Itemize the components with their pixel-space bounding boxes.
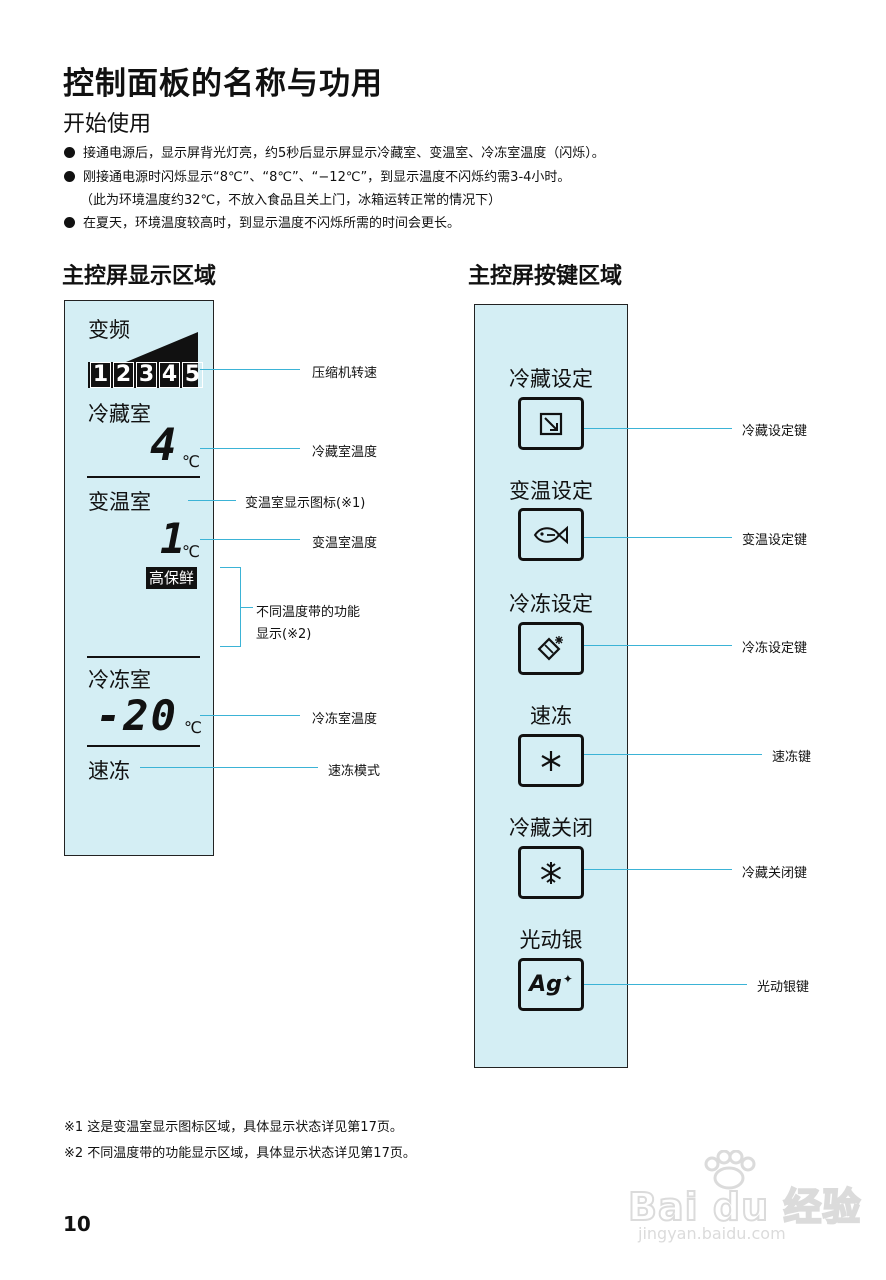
display-section-heading: 主控屏显示区域 <box>62 264 217 289</box>
freezer-temp-unit: ℃ <box>184 718 202 737</box>
callout-line <box>188 500 236 501</box>
callout-line <box>200 715 300 716</box>
photo-silver-callout: 光动银键 <box>757 980 810 995</box>
variable-room-temp: 1 <box>160 514 186 563</box>
callout-line <box>584 645 732 646</box>
fridge-setting-button[interactable] <box>518 397 584 450</box>
fridge-temp-callout: 冷藏室温度 <box>312 445 378 460</box>
watermark-url: jingyan.baidu.com <box>638 1224 786 1243</box>
asterisk-icon <box>541 750 561 771</box>
sparkle-icon: ✦ <box>562 971 573 986</box>
button-section-heading: 主控屏按键区域 <box>468 264 623 289</box>
callout-line <box>140 767 318 768</box>
callout-line <box>584 428 732 429</box>
freezer-setting-callout: 冷冻设定键 <box>742 641 808 656</box>
variable-room-label: 变温室 <box>88 490 151 514</box>
callout-line <box>200 369 300 370</box>
page-title: 控制面板的名称与功用 <box>63 66 383 102</box>
freezer-label: 冷冻室 <box>88 668 151 692</box>
callout-line <box>200 448 300 449</box>
callout-line <box>584 869 732 870</box>
fridge-setting-callout: 冷藏设定键 <box>742 424 808 439</box>
divider <box>87 476 200 478</box>
divider <box>87 745 200 747</box>
fridge-off-label: 冷藏关闭 <box>509 816 593 840</box>
speed-digits: 1 2 3 4 5 <box>90 362 203 388</box>
inverter-label: 变频 <box>88 318 130 342</box>
fridge-label: 冷藏室 <box>88 402 151 426</box>
zone-function-callout-1: 不同温度带的功能 <box>256 605 361 620</box>
fridge-temp-unit: ℃ <box>182 452 200 471</box>
snowflake-icon <box>540 861 562 884</box>
quick-freeze-button[interactable] <box>518 734 584 787</box>
footnote-1: ※1 这是变温室显示图标区域，具体显示状态详见第17页。 <box>64 1120 403 1135</box>
quick-freeze-label: 速冻 <box>88 759 130 783</box>
fridge-setting-label: 冷藏设定 <box>509 367 593 391</box>
speed-digit: 5 <box>182 362 203 388</box>
photo-silver-label: 光动银 <box>519 928 583 952</box>
fish-icon <box>533 525 568 544</box>
freezer-temp: -20 <box>96 691 178 740</box>
callout-line <box>200 539 300 540</box>
bullet-icon <box>64 217 75 228</box>
speed-digit: 1 <box>90 362 111 388</box>
freezer-setting-button[interactable] <box>518 622 584 675</box>
variable-setting-label: 变温设定 <box>509 479 593 503</box>
speed-digit: 4 <box>159 362 180 388</box>
variable-setting-callout: 变温设定键 <box>742 533 808 548</box>
fridge-off-callout: 冷藏关闭键 <box>742 866 808 881</box>
quick-freeze-mode-callout: 速冻模式 <box>328 764 381 779</box>
page-number: 10 <box>63 1212 91 1236</box>
variable-setting-button[interactable] <box>518 508 584 561</box>
fridge-off-button[interactable] <box>518 846 584 899</box>
photo-silver-button[interactable]: Ag ✦ <box>518 958 584 1011</box>
compressor-speed-callout: 压缩机转速 <box>312 366 378 381</box>
bullet-icon <box>64 171 75 182</box>
variable-icon-callout: 变温室显示图标(※1) <box>245 496 366 511</box>
callout-line <box>584 984 747 985</box>
freezer-temp-callout: 冷冻室温度 <box>312 712 378 727</box>
intro-item-2: 刚接通电源时闪烁显示“8℃”、“8℃”、“−12℃”，到显示温度不闪烁约需3-4… <box>64 170 570 186</box>
page-subtitle: 开始使用 <box>63 112 152 137</box>
ice-cube-icon <box>537 635 563 660</box>
intro-item-1: 接通电源后，显示屏背光灯亮，约5秒后显示屏显示冷藏室、变温室、冷冻室温度（闪烁）… <box>64 146 605 162</box>
watermark-brand: Bai du 经验 <box>627 1184 862 1230</box>
variable-temp-callout: 变温室温度 <box>312 536 378 551</box>
paw-icon <box>704 1150 756 1190</box>
variable-room-temp-unit: ℃ <box>182 542 200 561</box>
callout-line <box>584 537 732 538</box>
fridge-setting-icon <box>539 412 563 435</box>
speed-bar-graph <box>88 332 198 388</box>
zone-function-callout-2: 显示(※2) <box>256 627 312 642</box>
callout-line <box>584 754 762 755</box>
zone-bracket <box>220 567 241 647</box>
high-freshness-badge: 高保鲜 <box>146 567 198 589</box>
bullet-icon <box>64 147 75 158</box>
divider <box>87 656 200 658</box>
watermark: Bai du 经验 jingyan.baidu.com <box>627 1150 861 1250</box>
intro-item-2-note: （此为环境温度约32℃，不放入食品且关上门，冰箱运转正常的情况下） <box>80 193 502 208</box>
callout-line <box>241 607 253 608</box>
quick-freeze-label-button: 速冻 <box>530 704 572 728</box>
fridge-temp: 4 <box>150 420 177 471</box>
compressor-speed-indicator <box>88 332 198 388</box>
quick-freeze-callout: 速冻键 <box>772 750 812 765</box>
speed-digit: 2 <box>113 362 134 388</box>
footnote-2: ※2 不同温度带的功能显示区域，具体显示状态详见第17页。 <box>64 1146 416 1161</box>
intro-item-3: 在夏天，环境温度较高时，到显示温度不闪烁所需的时间会更长。 <box>64 216 460 232</box>
freezer-setting-label: 冷冻设定 <box>509 592 593 616</box>
ag-icon: Ag <box>529 971 562 997</box>
speed-digit: 3 <box>136 362 157 388</box>
